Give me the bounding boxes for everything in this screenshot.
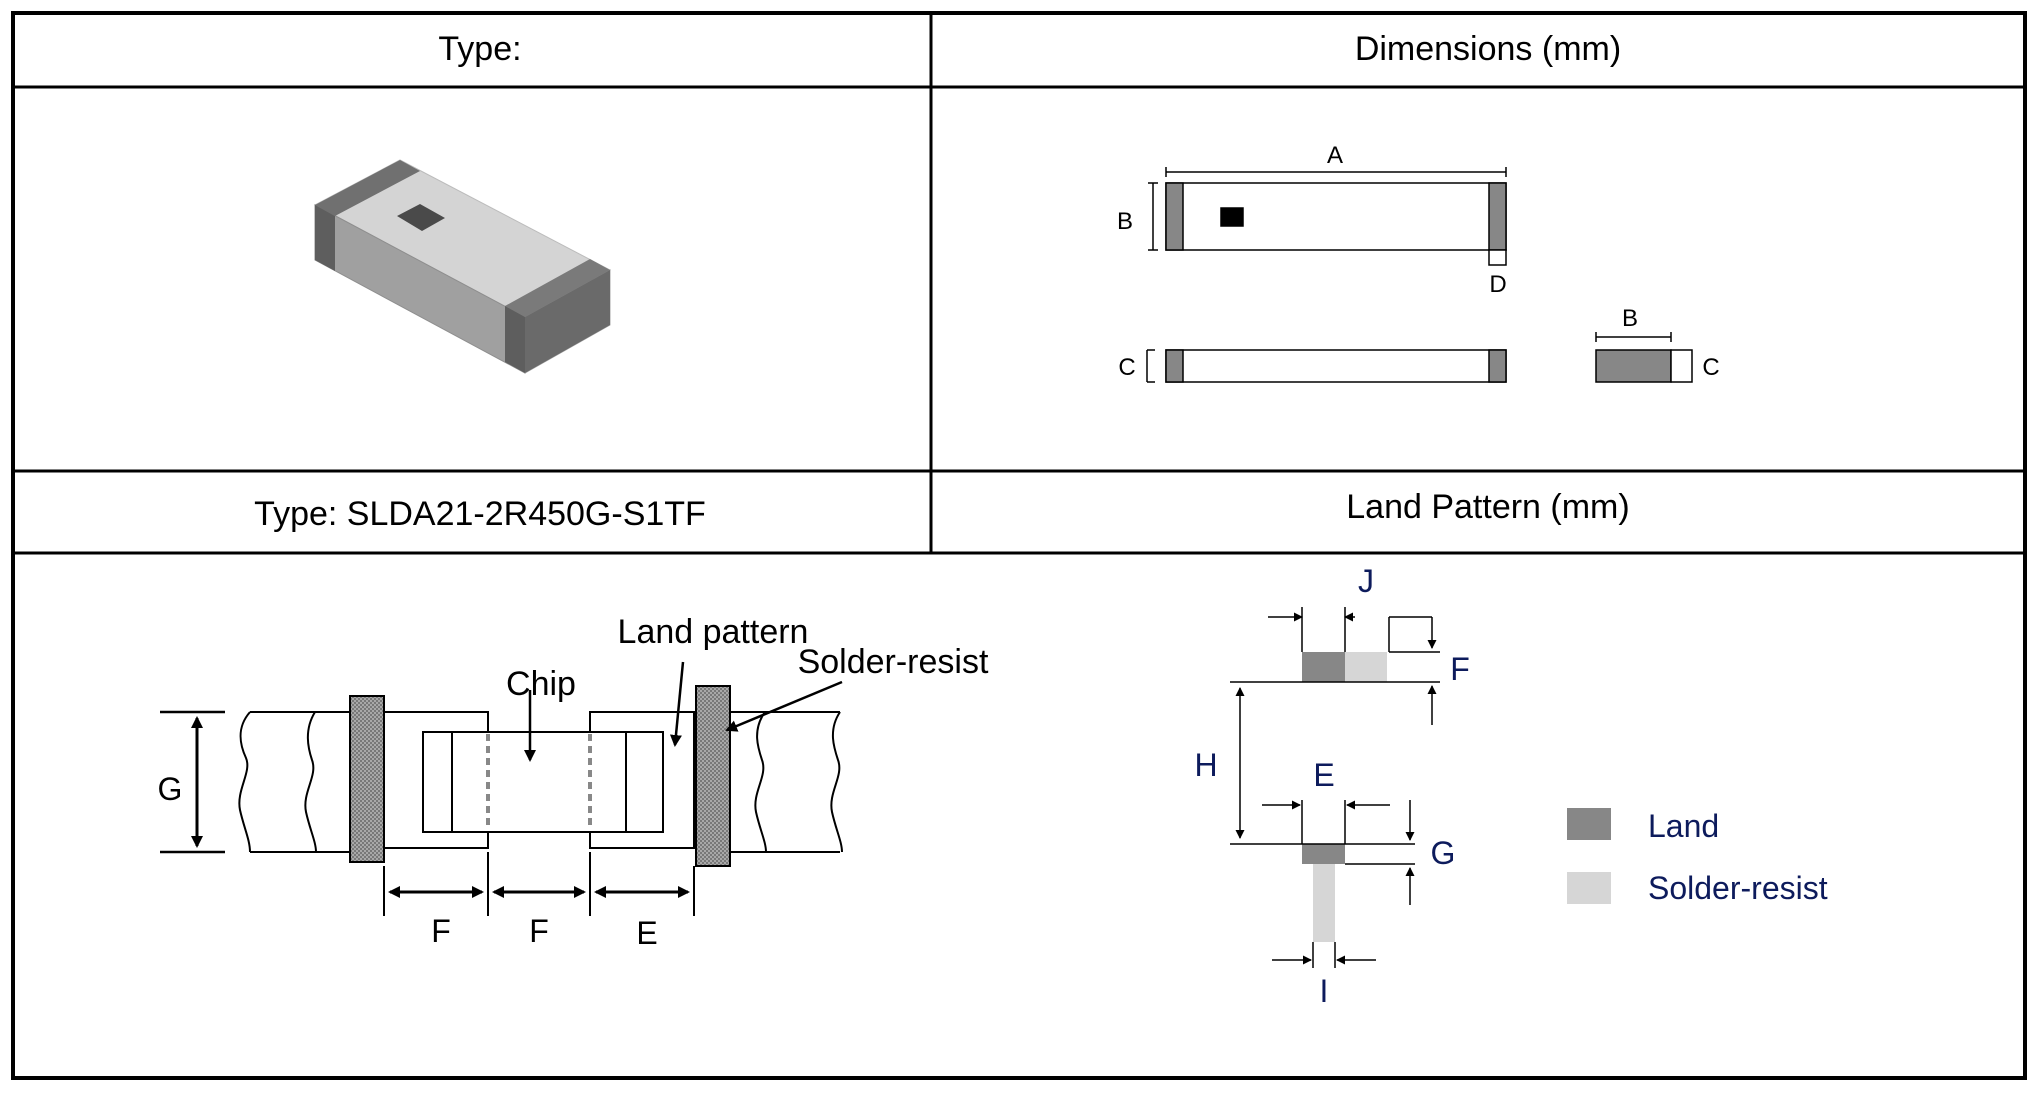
solder-resist-left xyxy=(349,695,385,863)
dim-label-d: D xyxy=(1489,271,1506,298)
mount-label-f-left: F xyxy=(431,913,451,949)
dim-label-c-end: C xyxy=(1702,354,1719,381)
mounting-diagram xyxy=(160,661,843,916)
mount-label-f-mid: F xyxy=(529,913,549,949)
lp-label-g: G xyxy=(1431,835,1456,871)
dim-label-a: A xyxy=(1327,142,1343,169)
chip-3d-illustration xyxy=(313,159,612,374)
chip-callout: Chip xyxy=(506,665,576,703)
land-pattern-callout: Land pattern xyxy=(618,613,809,651)
dim-d-box xyxy=(1488,249,1507,266)
end-view-body xyxy=(1670,349,1693,383)
dim-label-b-end: B xyxy=(1622,305,1638,332)
mount-label-e: E xyxy=(636,915,657,951)
marking-square xyxy=(397,204,445,231)
lp-top-resist xyxy=(1345,652,1387,682)
side-view-body xyxy=(1165,349,1507,383)
land-pattern-heading: Land Pattern (mm) xyxy=(1346,488,1629,526)
chip-body xyxy=(422,731,664,833)
top-view-electrode-right xyxy=(1488,182,1507,251)
land-pattern-drawing xyxy=(1230,607,1440,968)
table-grid xyxy=(11,11,2027,1080)
solder-resist-callout: Solder-resist xyxy=(798,643,989,681)
type-heading: Type: xyxy=(438,30,521,68)
lp-top-land xyxy=(1302,652,1345,682)
lp-label-h: H xyxy=(1194,747,1217,783)
legend-solder-resist-swatch xyxy=(1567,872,1611,904)
lp-label-f: F xyxy=(1450,651,1470,687)
dimension-drawing xyxy=(1146,167,1693,383)
end-view-electrode xyxy=(1595,349,1672,383)
lp-label-j: J xyxy=(1358,563,1374,599)
top-view-body xyxy=(1165,182,1507,251)
dimensions-heading: Dimensions (mm) xyxy=(1355,30,1621,68)
type-name: Type: SLDA21-2R450G-S1TF xyxy=(254,495,706,533)
top-view-electrode-left xyxy=(1165,182,1184,251)
solder-resist-right xyxy=(695,685,731,867)
legend-solder-resist-label: Solder-resist xyxy=(1648,870,1828,906)
lp-bottom-resist xyxy=(1313,864,1335,942)
mount-label-g: G xyxy=(158,771,183,807)
top-view-marking xyxy=(1220,207,1244,227)
lp-label-i: I xyxy=(1320,973,1329,1009)
dim-label-b: B xyxy=(1117,208,1133,235)
legend-land-swatch xyxy=(1567,808,1611,840)
lp-label-e: E xyxy=(1313,757,1334,793)
lp-bottom-land xyxy=(1302,844,1345,864)
legend-land-label: Land xyxy=(1648,808,1719,844)
legend: Land Solder-resist xyxy=(1567,808,1828,906)
dim-label-c: C xyxy=(1118,354,1135,381)
